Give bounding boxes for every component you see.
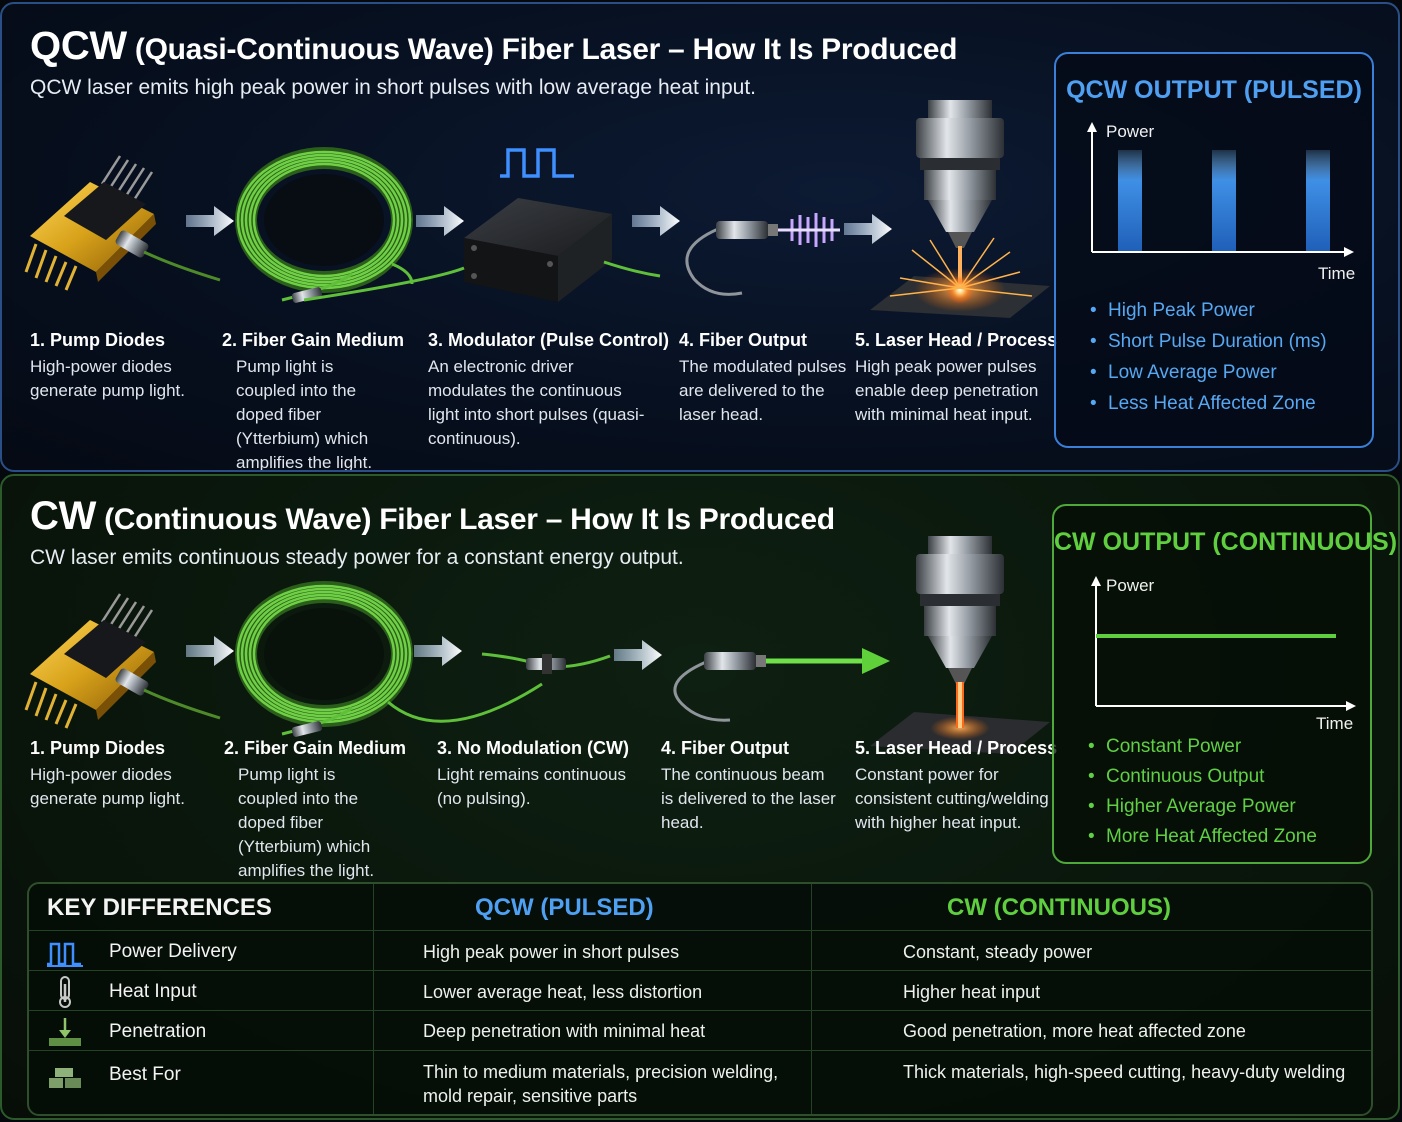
arrow-icon [632,206,680,236]
row-label-power-delivery: Power Delivery [109,941,237,962]
key-differences-header: KEY DIFFERENCES [47,894,272,921]
qcw-step-4-desc: The modulated pulses are delivered to th… [679,357,847,424]
row-cw-penetration: Good penetration, more heat affected zon… [903,1021,1246,1041]
laser-head-icon [870,100,1050,318]
arrow-icon [186,206,234,236]
cw-bullet: Higher Average Power [1088,796,1317,826]
fiber-coil-icon [235,581,543,737]
cw-column-header: CW (CONTINUOUS) [947,894,1171,921]
cw-bullet: More Heat Affected Zone [1088,826,1317,856]
qcw-subtitle: QCW laser emits high peak power in short… [30,76,757,99]
fiber-output-icon [685,213,840,296]
cw-step-2-title: 2. Fiber Gain Medium [224,738,407,758]
cw-output-title: CW OUTPUT (CONTINUOUS) [1054,528,1398,556]
arrow-icon [614,640,662,670]
qcw-title-rest: (Quasi-Continuous Wave) Fiber Laser – Ho… [134,33,958,66]
cw-step-1-desc: High-power diodes generate pump light. [30,765,185,808]
qcw-pulse-chart [1087,122,1354,257]
cw-output-bullets: Constant Power Continuous Output Higher … [1088,736,1317,856]
cw-step-4-title: 4. Fiber Output [661,738,789,758]
pump-diode-icon [24,593,221,729]
cw-step-1-title: 1. Pump Diodes [30,738,166,758]
thermometer-icon [59,976,71,1008]
cw-step-3-desc: Light remains continuous (no pulsing). [437,765,627,808]
qcw-output-title: QCW OUTPUT (PULSED) [1066,76,1362,104]
qcw-bullet: Less Heat Affected Zone [1090,393,1327,424]
modulator-box-icon [303,198,661,302]
laser-head-icon [870,536,1050,754]
penetration-icon [49,1018,81,1046]
row-label-heat-input: Heat Input [109,981,197,1002]
cw-power-axis-label: Power [1106,576,1155,595]
fiber-coil-icon [235,147,414,303]
key-differences-table: KEY DIFFERENCES QCW (PULSED) CW (CONTINU… [27,882,1373,1116]
arrow-icon [186,636,234,666]
qcw-column-header: QCW (PULSED) [475,894,654,921]
qcw-output-bullets: High Peak Power Short Pulse Duration (ms… [1090,300,1327,424]
qcw-output-box: QCW OUTPUT (PULSED) Power Time High Peak… [1054,52,1374,448]
qcw-title: QCW (Quasi-Continuous Wave) Fiber Laser … [30,24,957,69]
row-cw-best-for: Thick materials, high-speed cutting, hea… [903,1062,1346,1082]
qcw-power-axis-label: Power [1106,122,1155,141]
cw-title-prefix: CW [30,494,97,538]
cw-time-axis-label: Time [1316,714,1354,733]
fiber-splice-icon [481,652,611,674]
qcw-step-3-title: 3. Modulator (Pulse Control) [428,330,669,350]
cw-output-box: CW OUTPUT (CONTINUOUS) Power Time Consta… [1052,504,1398,864]
row-qcw-penetration: Deep penetration with minimal heat [423,1021,706,1041]
cw-step-4-desc: The continuous beam is delivered to the … [661,765,836,832]
cw-step-5-desc: Constant power for consistent cutting/we… [855,765,1049,832]
qcw-step-5-title: 5. Laser Head / Process [855,330,1058,350]
row-label-best-for: Best For [109,1064,181,1085]
qcw-step-1-desc: High-power diodes generate pump light. [30,357,185,400]
row-cw-heat-input: Higher heat input [903,982,1041,1002]
qcw-step-1-title: 1. Pump Diodes [30,330,166,350]
qcw-bullet: Short Pulse Duration (ms) [1090,331,1327,362]
cw-subtitle: CW laser emits continuous steady power f… [30,546,684,569]
qcw-step-2-title: 2. Fiber Gain Medium [222,330,405,350]
row-qcw-heat-input: Lower average heat, less distortion [423,982,703,1002]
cw-constant-chart [1091,576,1356,711]
cw-step-5-title: 5. Laser Head / Process [855,738,1058,758]
row-qcw-best-for: Thin to medium materials, precision weld… [423,1062,779,1106]
qcw-step-4-title: 4. Fiber Output [679,330,807,350]
qcw-bullet: Low Average Power [1090,362,1327,393]
qcw-step-2-desc: Pump light is coupled into the doped fib… [236,357,373,472]
cw-title: CW (Continuous Wave) Fiber Laser – How I… [30,494,835,539]
qcw-bullet: High Peak Power [1090,300,1327,331]
materials-icon [49,1068,81,1088]
qcw-panel: QCW (Quasi-Continuous Wave) Fiber Laser … [0,2,1400,472]
arrow-icon [416,206,464,236]
qcw-title-prefix: QCW [30,24,127,68]
arrow-icon [414,636,462,666]
pulse-icon [47,942,83,967]
arrow-icon [844,214,892,244]
qcw-pulse-bar [1118,150,1330,252]
row-qcw-power-delivery: High peak power in short pulses [423,942,680,962]
fiber-output-icon [673,648,890,722]
cw-step-2-desc: Pump light is coupled into the doped fib… [238,765,375,880]
row-label-penetration: Penetration [109,1021,207,1042]
cw-bullet: Constant Power [1088,736,1317,766]
cw-bullet: Continuous Output [1088,766,1317,796]
pulse-signal-icon [500,148,574,178]
qcw-step-3-desc: An electronic driver modulates the conti… [428,357,645,448]
row-cw-power-delivery: Constant, steady power [903,942,1093,962]
qcw-step-5-desc: High peak power pulses enable deep penet… [855,357,1039,424]
cw-step-3-title: 3. No Modulation (CW) [437,738,629,758]
qcw-time-axis-label: Time [1318,264,1356,283]
cw-title-rest: (Continuous Wave) Fiber Laser – How It I… [104,503,835,536]
pump-diode-icon [24,155,221,291]
